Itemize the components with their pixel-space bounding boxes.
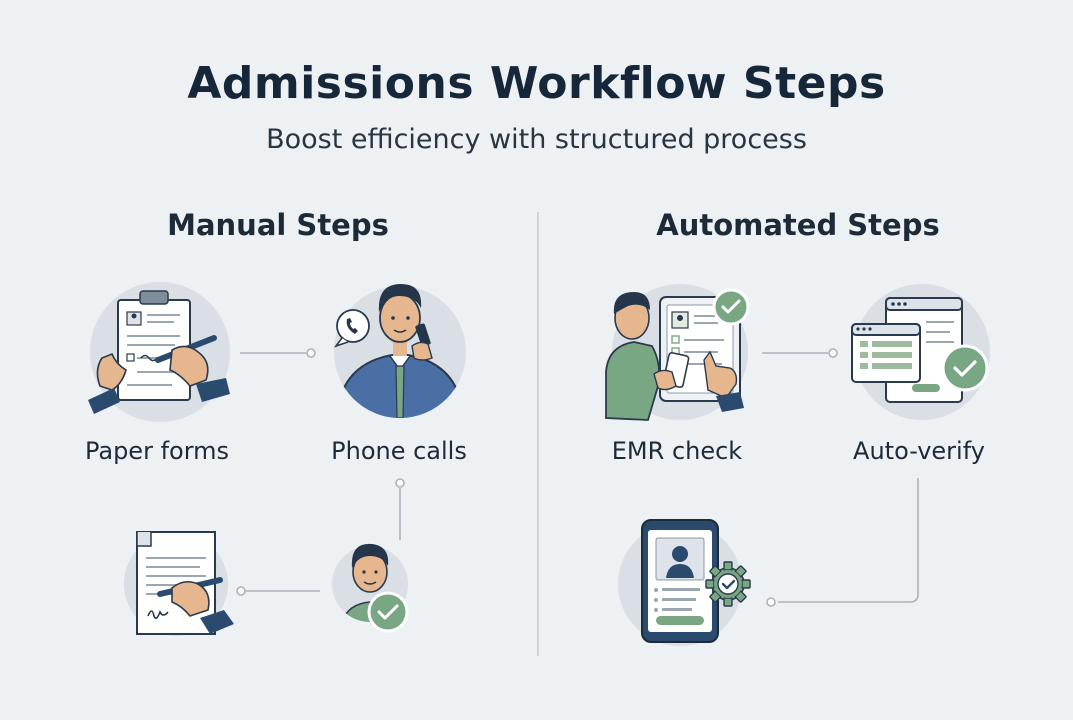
connector-dot <box>395 478 405 488</box>
step-label-phone-calls: Phone calls <box>331 437 467 465</box>
page-title: Admissions Workflow Steps <box>187 58 886 109</box>
tablet-user-icon <box>605 284 750 421</box>
connectors <box>240 352 919 603</box>
section-divider <box>537 212 539 656</box>
step-label-auto-verify: Auto-verify <box>853 437 985 465</box>
step-label-paper-forms: Paper forms <box>84 437 230 465</box>
connector-verify-to-mobile <box>778 478 919 603</box>
manual-section-title: Manual Steps <box>167 208 389 242</box>
connector-dot <box>306 348 316 358</box>
paper-form-icon <box>88 282 230 422</box>
phone-call-icon <box>333 284 466 418</box>
mobile-profile-icon <box>618 519 751 646</box>
connector-dot <box>766 597 776 607</box>
automated-section-title: Automated Steps <box>656 208 940 242</box>
step-label-emr-check: EMR check <box>611 437 743 465</box>
approved-person-icon <box>332 543 409 633</box>
connector-dots <box>236 348 838 607</box>
connector-dot <box>236 586 246 596</box>
page-subtitle: Boost efficiency with structured process <box>266 124 807 155</box>
verified-window-icon <box>851 284 990 420</box>
signed-document-icon <box>124 531 234 636</box>
connector-dot <box>828 348 838 358</box>
